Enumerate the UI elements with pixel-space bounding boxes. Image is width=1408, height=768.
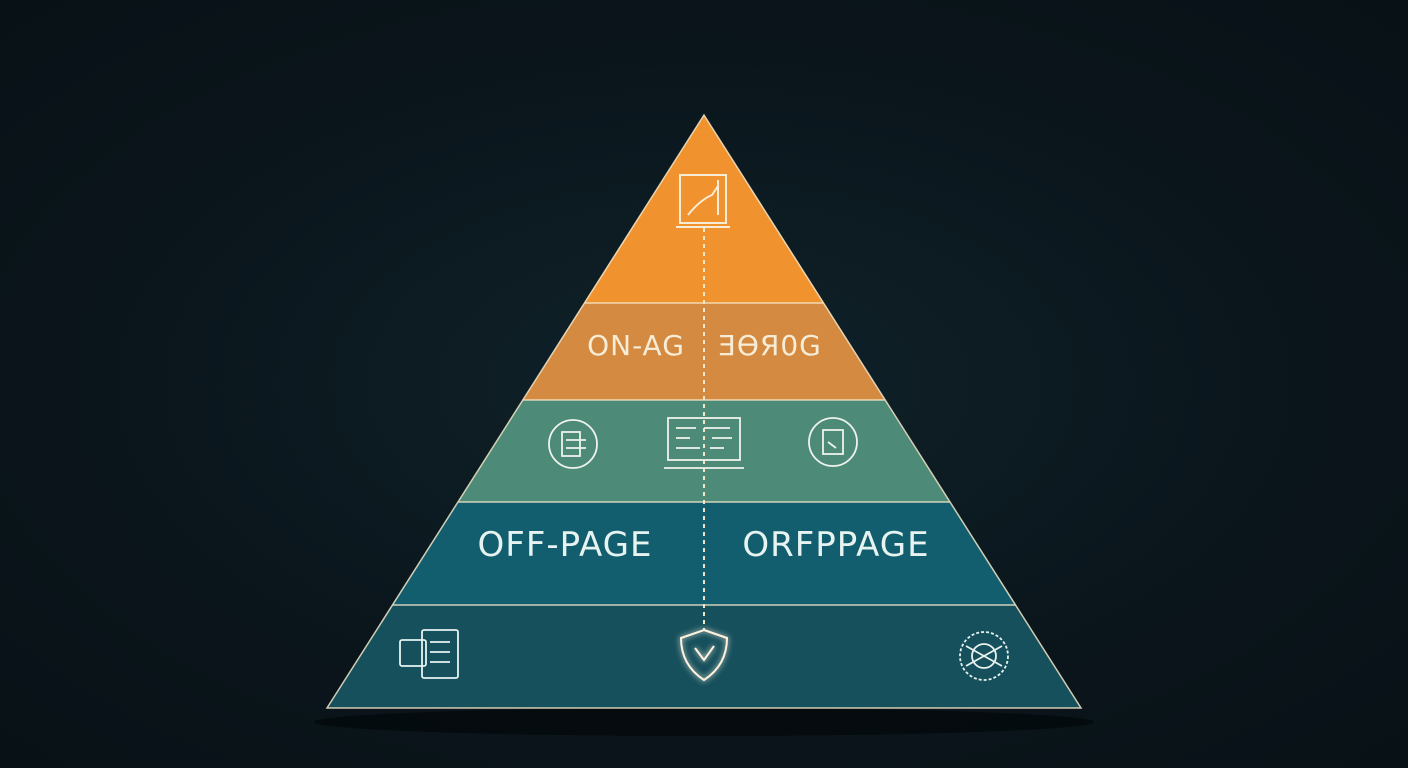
tier-3-technical <box>458 400 950 502</box>
refresh-document-icon <box>808 417 858 467</box>
pyramid-shadow <box>314 708 1094 736</box>
tier-4-label-left: OFF-PAGE <box>478 525 653 565</box>
tier-4-label-right: ORFPPAGE <box>742 525 929 565</box>
tier-2-label-right: ƎӨЯ0G <box>718 329 822 362</box>
network-globe-icon <box>959 631 1009 681</box>
computer-code-icon <box>664 417 744 469</box>
shield-icon <box>679 628 729 682</box>
document-chart-icon <box>676 174 730 228</box>
tier-1-apex <box>584 115 824 303</box>
documents-icon <box>399 629 459 679</box>
globe-document-icon <box>548 419 598 469</box>
tier-4-off-page <box>392 502 1016 605</box>
tier-5-base <box>327 605 1081 708</box>
tier-2-label-left: ON-AG <box>587 329 685 362</box>
